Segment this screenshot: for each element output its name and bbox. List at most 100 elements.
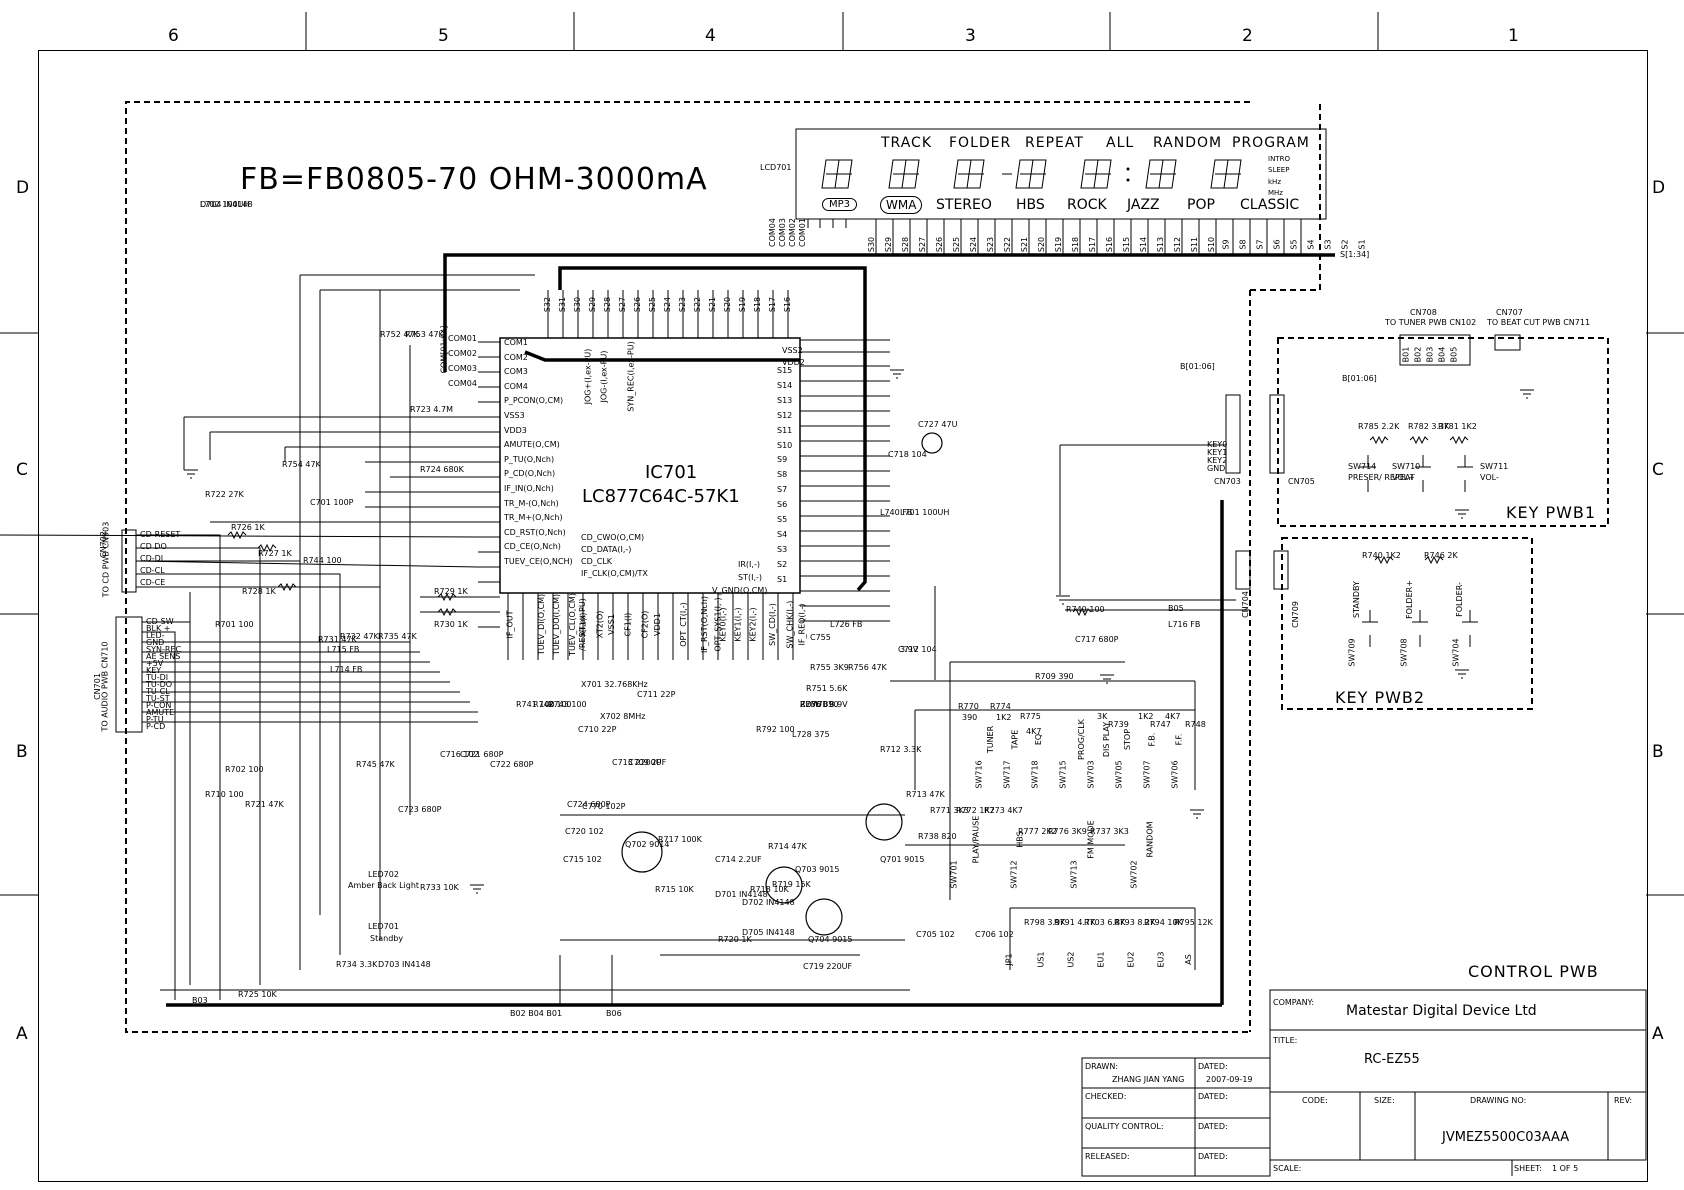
control-switch-ref-7[interactable]: SW706 — [1170, 760, 1180, 789]
component-label-18: R752 47K — [380, 330, 419, 339]
cn702-pin-2: CD-DI — [140, 554, 164, 563]
lcd-seg-pin-20: S10 — [1207, 236, 1217, 253]
component-label-31: X701 32.768KHz — [581, 680, 648, 689]
ic-top-pin-6: S26 — [633, 296, 643, 313]
control-switch-ref-8[interactable]: SW701 — [949, 860, 959, 889]
control-res-7: R747 — [1150, 720, 1171, 729]
key-pwb2-switch-ref-0[interactable]: SW709 — [1347, 638, 1357, 667]
ic-vss2: VSS2 — [782, 346, 803, 355]
component-label-10: R731 47K — [318, 635, 357, 644]
ic-st: ST(I,-) — [738, 573, 762, 582]
control-switch-name-11: RANDOM — [1145, 821, 1155, 858]
lower-label-17: Q703 9015 — [795, 865, 840, 874]
key-pwb2-switch-ref-1[interactable]: SW708 — [1399, 638, 1409, 667]
control-switch-ref-1[interactable]: SW717 — [1002, 760, 1012, 789]
key-pwb1-switch-ref-0[interactable]: SW714 — [1348, 462, 1377, 471]
control-switch-ref-3[interactable]: SW715 — [1058, 760, 1068, 789]
ic-right-pin-3: S12 — [777, 410, 793, 420]
jumper-label-5: EU3 — [1156, 951, 1166, 968]
component-label-17: R745 47K — [356, 760, 395, 769]
lower-label-42: REM701 — [800, 700, 833, 709]
control-switch-ref-10[interactable]: SW713 — [1069, 860, 1079, 889]
tb-title-label: TITLE: — [1273, 1036, 1298, 1045]
ic-right-pin-6: S9 — [777, 455, 788, 465]
lcd-seg-pin-25: S5 — [1289, 239, 1299, 250]
control-switch-ref-5[interactable]: SW705 — [1114, 760, 1124, 789]
lower-label-27: R720 1K — [718, 935, 752, 944]
lcd-label-jazz: JAZZ — [1127, 197, 1160, 213]
control-res-8: R748 — [1185, 720, 1206, 729]
cn708-pin-0: B01 — [1401, 346, 1411, 363]
ic-bottom-pin-2: TUEV_DO(I,CM) — [552, 593, 562, 656]
ic-ir: IR(I,-) — [738, 560, 760, 569]
control-switch-ref-2[interactable]: SW718 — [1030, 760, 1040, 789]
lcd-seg-pin-7: S23 — [986, 236, 996, 253]
ic-bottom-pin-14: KEY0(I,-) — [718, 607, 728, 642]
lcd-com-pin-2: COM02 — [787, 218, 797, 247]
control-res-9: R771 3K3 — [930, 806, 969, 815]
ic-right-pin-2: S13 — [777, 395, 793, 405]
cn702-pin-0: CD-RESET — [140, 530, 181, 539]
cn701-pin-0: CD-SW — [146, 617, 174, 626]
ic-top-pin-2: S30 — [573, 296, 583, 313]
key-pwb1-switch-ref-2[interactable]: SW711 — [1480, 462, 1509, 471]
control-switch-ref-9[interactable]: SW712 — [1009, 860, 1019, 889]
ic-right-pin-8: S7 — [777, 485, 788, 495]
ic-syn-rec: SYN_REC(I,ex-PU) — [626, 341, 636, 412]
key-pwb1-switch-ref-1[interactable]: SW710 — [1392, 462, 1421, 471]
component-label-2: R710 100 — [205, 790, 244, 799]
lower-label-22: R714 47K — [768, 842, 807, 851]
cn708-pin-3: B04 — [1437, 346, 1447, 363]
lower-label-29: C715 102 — [563, 855, 602, 864]
control-res-14: R776 3K9 — [1048, 827, 1087, 836]
control-switch-ref-11[interactable]: SW702 — [1129, 860, 1139, 889]
cn701-pin-10: TU-CL — [146, 687, 170, 696]
lower-label-16: Q702 9014 — [625, 840, 670, 849]
lower-label-15: Q701 9015 — [880, 855, 925, 864]
lcd-label-folder: FOLDER — [949, 135, 1012, 151]
lower-label-24: R717 100K — [658, 835, 702, 844]
tb-title: RC-EZ55 — [1364, 1052, 1420, 1067]
ic-v-gnd: V_GND(O,CM) — [712, 586, 768, 595]
ic-left-pin-12: TR_M+(O,Nch) — [504, 513, 563, 523]
cn702-pin-4: CD-CE — [140, 578, 166, 587]
component-label-16: R744 100 — [303, 556, 342, 565]
lcd-seg-pin-17: S13 — [1156, 236, 1166, 253]
key-pwb1-res-1: R782 3.3K — [1408, 422, 1450, 431]
zone-side-d-left: D — [16, 178, 30, 198]
led701-ref: LED701 — [368, 922, 399, 931]
lcd-label-sleep: SLEEP — [1268, 166, 1290, 174]
cn701-pin-15: P-CD — [146, 722, 166, 731]
zone-top-1: 1 — [1508, 26, 1519, 46]
ic-left-pin-10: IF_IN(O,Nch) — [504, 484, 554, 493]
lcd-badge-wma: WMA — [880, 196, 923, 214]
control-switch-ref-6[interactable]: SW707 — [1142, 760, 1152, 789]
led701-label: Standby — [370, 934, 404, 943]
lower-label-5: R751 5.6K — [806, 684, 848, 693]
cn701-pin-5: AE SENS — [146, 652, 181, 661]
control-switch-ref-0[interactable]: SW716 — [974, 760, 984, 789]
lcd-seg-pin-5: S25 — [952, 236, 962, 253]
key-pwb2-switch-ref-2[interactable]: SW704 — [1451, 638, 1461, 667]
ic-top-pin-0: S32 — [543, 296, 553, 313]
control-res-5: 4K7 — [1165, 712, 1181, 721]
lcd-label-random: RANDOM — [1153, 135, 1223, 151]
lower-label-39: L740 FB — [880, 508, 913, 517]
ic-top-pin-12: S20 — [723, 296, 733, 313]
ic-left-pin-0: COM1 — [504, 338, 528, 347]
zone-side-c-right: C — [1652, 460, 1664, 480]
ic-left-pin-14: CD_CE(O,Nch) — [504, 542, 561, 552]
misc-label-6: B06 — [606, 1009, 622, 1018]
lower-label-4: R736 390 — [800, 700, 839, 709]
tb-drawing-no-label: DRAWING NO: — [1470, 1096, 1527, 1105]
cn701-pin-2: LED- — [146, 631, 165, 640]
zone-top-6: 6 — [168, 26, 179, 46]
component-label-30: C711 22P — [637, 690, 676, 699]
jumper-res-3: R793 8.2K — [1114, 918, 1156, 927]
lcd-com-pin-4: COM04 — [767, 218, 777, 247]
component-label-37: L702 100UH — [200, 200, 250, 209]
lower-label-20: D702 IN4148 — [742, 898, 795, 907]
tb-code-label: CODE: — [1302, 1096, 1328, 1105]
component-label-1: R702 100 — [225, 765, 264, 774]
control-switch-ref-4[interactable]: SW703 — [1086, 760, 1096, 789]
